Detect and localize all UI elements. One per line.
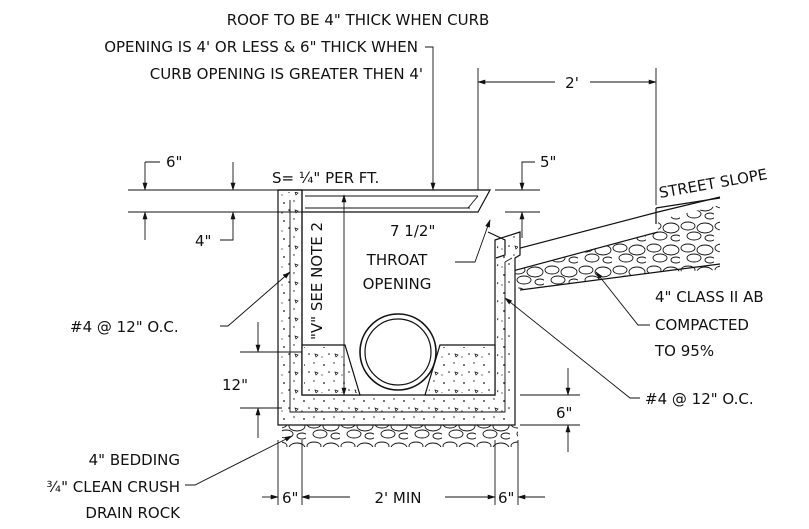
clean-crush-label: ¾" CLEAN CRUSH <box>47 478 180 496</box>
pipe <box>359 313 437 391</box>
throat-label: THROAT <box>366 251 429 269</box>
rebar-left-label: #4 @ 12" O.C. <box>70 318 179 336</box>
street-slope-label: STREET SLOPE <box>658 165 769 202</box>
roof-note-line1: ROOF TO BE 4" THICK WHEN CURB <box>227 11 490 29</box>
slope-label: S= ¼" PER FT. <box>272 169 379 187</box>
dimension-6in-bottom-right-label: 6" <box>498 489 514 507</box>
rebar-right-label: #4 @ 12" O.C. <box>645 390 754 408</box>
throat-dimension-label: 7 1/2" <box>390 222 435 240</box>
compacted-label: COMPACTED <box>655 316 749 334</box>
roof-note-line3: CURB OPENING IS GREATER THEN 4' <box>150 65 423 83</box>
class-ii-ab-label: 4" CLASS II AB <box>655 288 764 306</box>
dimension-2ft-label: 2' <box>565 74 579 92</box>
street-road-base <box>504 196 721 291</box>
see-note-label: "V" SEE NOTE 2 <box>308 222 326 340</box>
roof-note-line2: OPENING IS 4' OR LESS & 6" THICK WHEN <box>104 38 418 56</box>
dimension-lines <box>128 46 657 505</box>
concrete-basin <box>277 189 521 426</box>
dimension-2ft-min-label: 2' MIN <box>374 489 421 507</box>
dimension-6in-right-label: 6" <box>556 404 572 422</box>
drain-rock-label: DRAIN ROCK <box>85 504 181 522</box>
dimension-5in-label: 5" <box>540 153 556 171</box>
roof-slab <box>278 189 492 213</box>
dimension-4in-label: 4" <box>195 232 211 250</box>
dimension-6in-bottom-left-label: 6" <box>282 489 298 507</box>
bedding-label: 4" BEDDING <box>89 451 180 469</box>
to-95-label: TO 95% <box>654 342 714 360</box>
opening-label: OPENING <box>363 275 432 293</box>
dimension-6in-top-label: 6" <box>166 153 182 171</box>
dimension-12in-label: 12" <box>222 376 248 394</box>
drain-rock-bedding <box>282 425 518 447</box>
rebar <box>289 200 513 413</box>
